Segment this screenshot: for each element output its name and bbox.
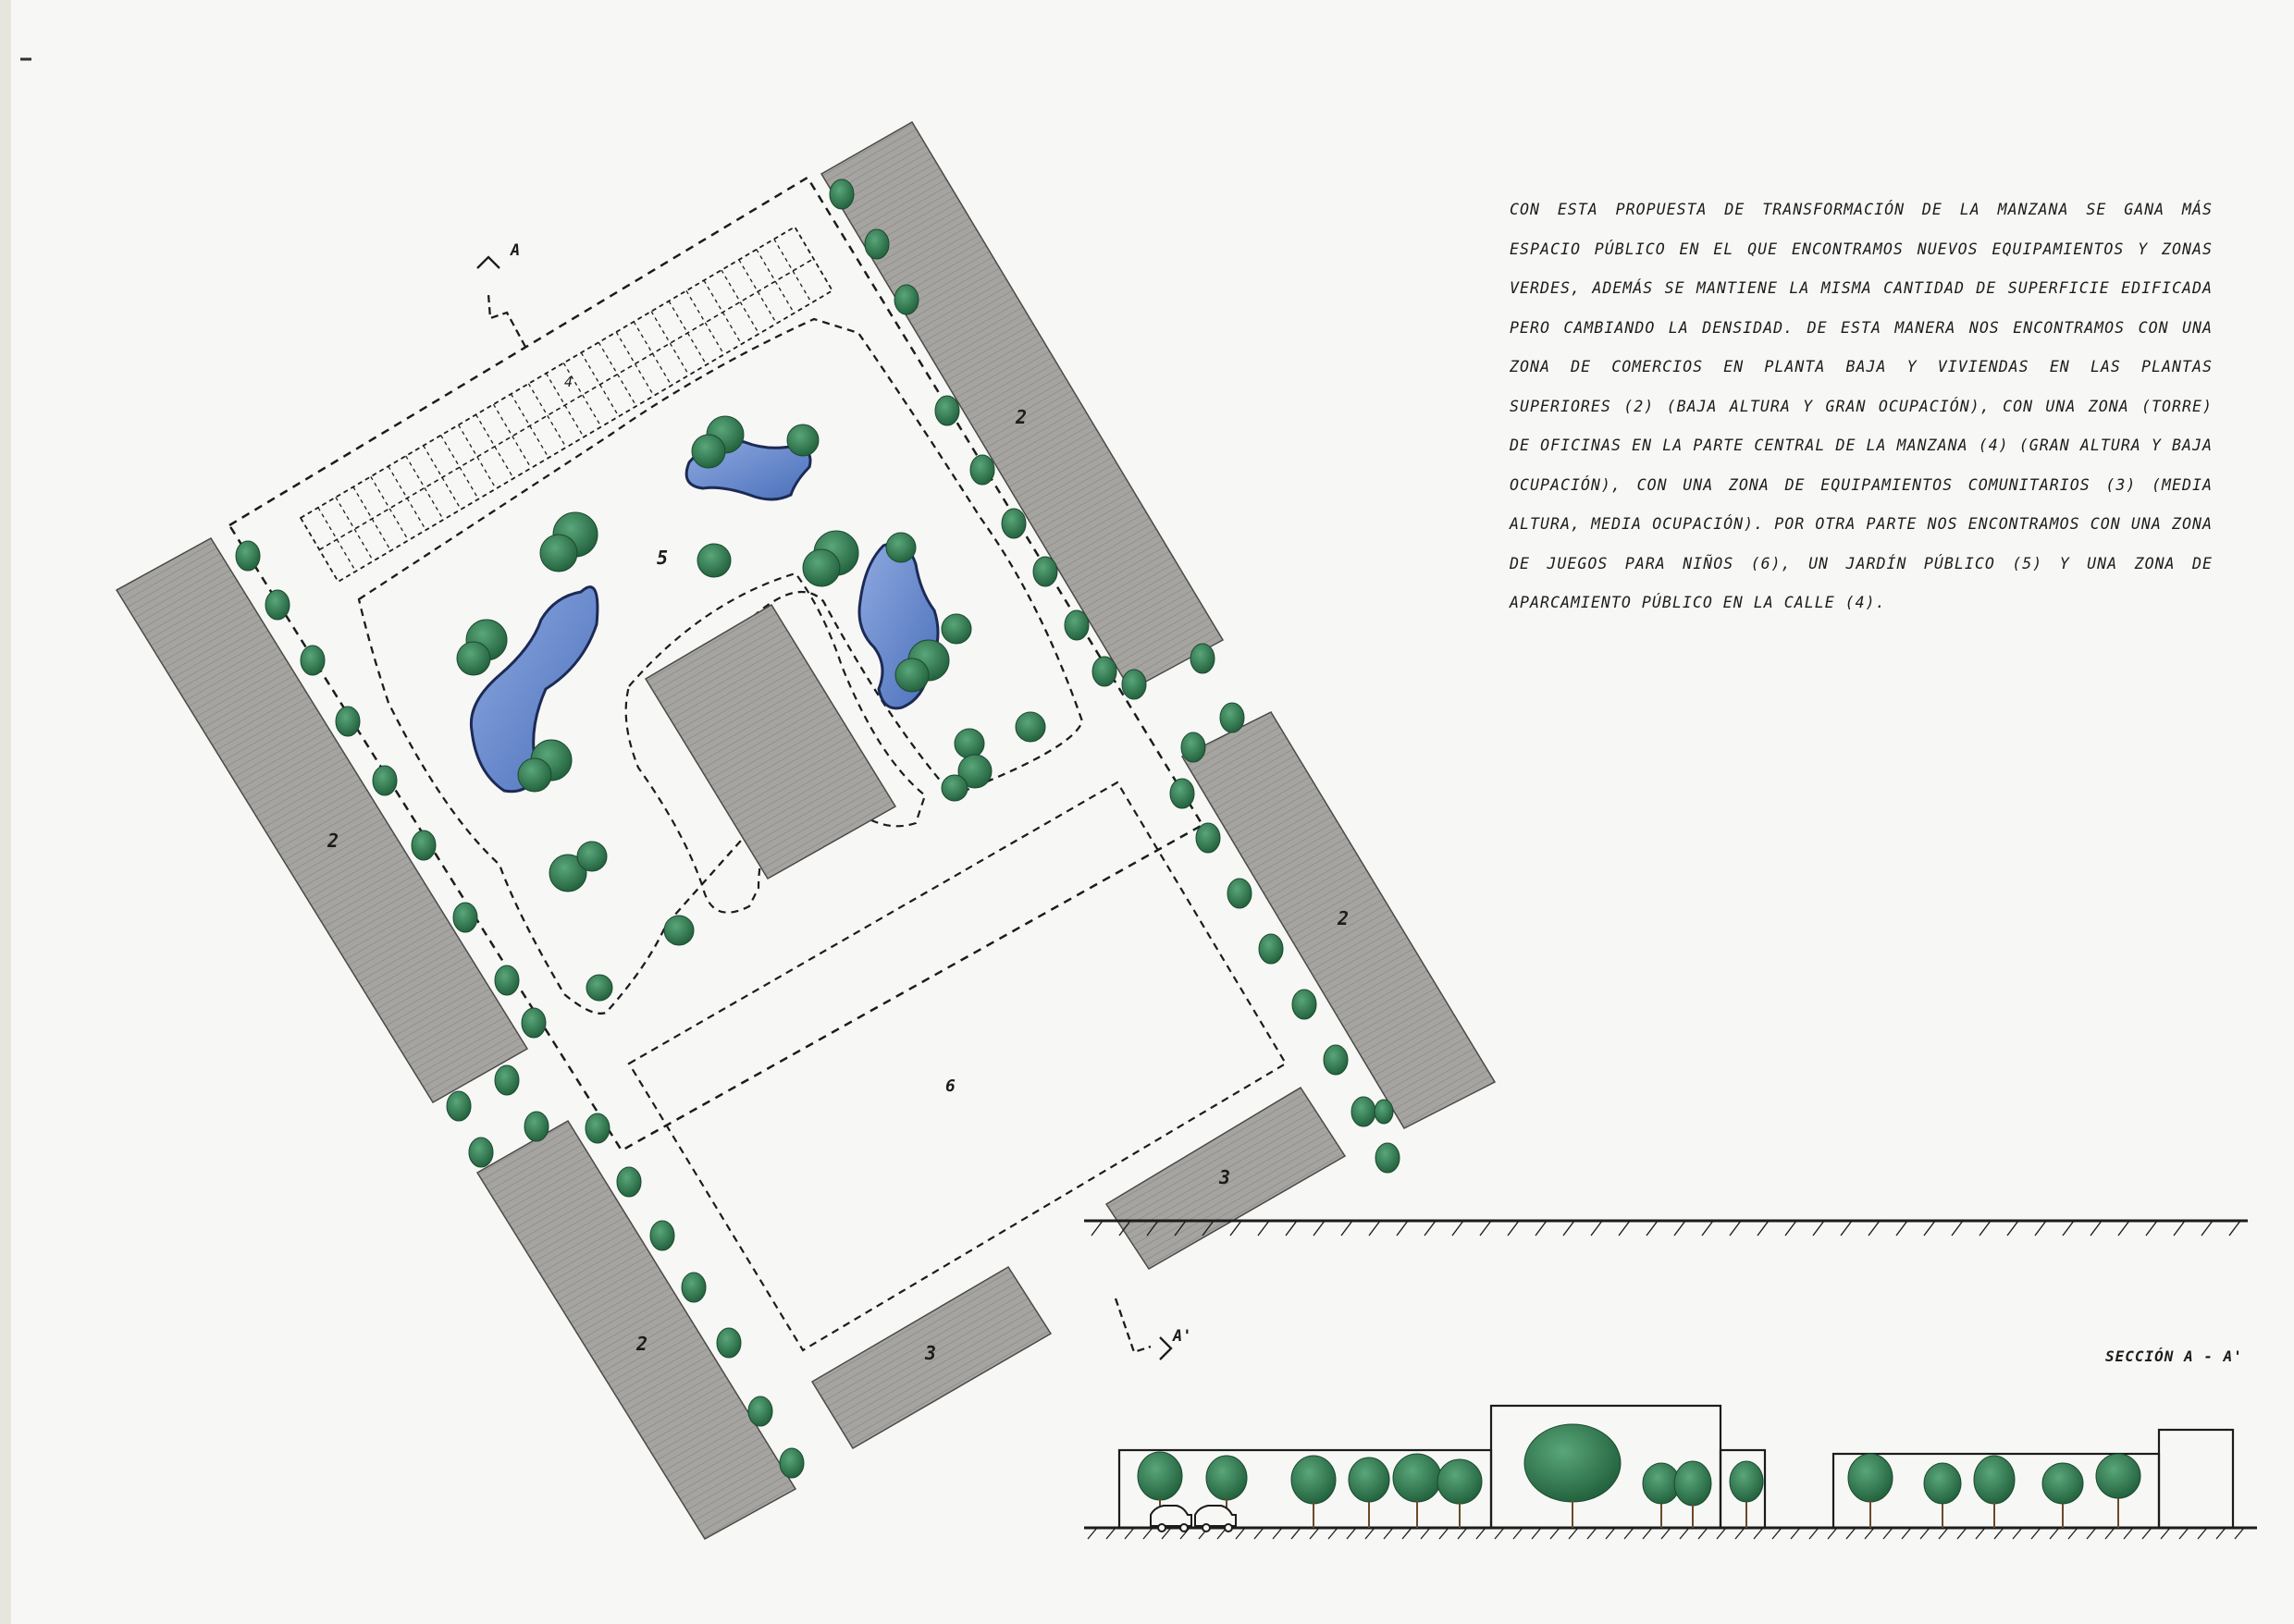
label-housing-right: 2 [1337, 907, 1349, 929]
label-garden: 5 [657, 547, 668, 569]
building-equipment-bottom [810, 1265, 1053, 1450]
label-housing-left: 2 [327, 830, 339, 852]
marker-bottom-label: A' [1172, 1327, 1191, 1346]
pond-left [469, 585, 599, 794]
label-playground: 6 [945, 1077, 956, 1096]
building-equipment-right [1104, 1086, 1347, 1271]
block-outline [228, 176, 1204, 1152]
building-office-tower [644, 603, 897, 880]
section-line-marker-bottom [1114, 1298, 1173, 1360]
garden-trees [456, 415, 1046, 1002]
section-drawing [1084, 1219, 2248, 1236]
marker-top-label: A [510, 241, 520, 260]
label-equipment-right: 3 [1218, 1166, 1230, 1188]
street-trees [235, 178, 1400, 1479]
label-housing-bottom-left: 2 [635, 1333, 648, 1355]
label-parking: 4 [564, 374, 573, 390]
label-equipment-bottom: 3 [924, 1342, 936, 1364]
building-housing-left [115, 537, 529, 1104]
playground-outline [627, 781, 1288, 1352]
building-housing-top-right [820, 120, 1225, 692]
garden-path-outline [357, 317, 1084, 1015]
label-housing-top-right: 2 [1015, 406, 1027, 428]
section-line-marker-top [476, 255, 527, 348]
description-text: Con esta propuesta de transformación de … [1510, 201, 2213, 611]
sheet-edge [0, 0, 11, 1624]
